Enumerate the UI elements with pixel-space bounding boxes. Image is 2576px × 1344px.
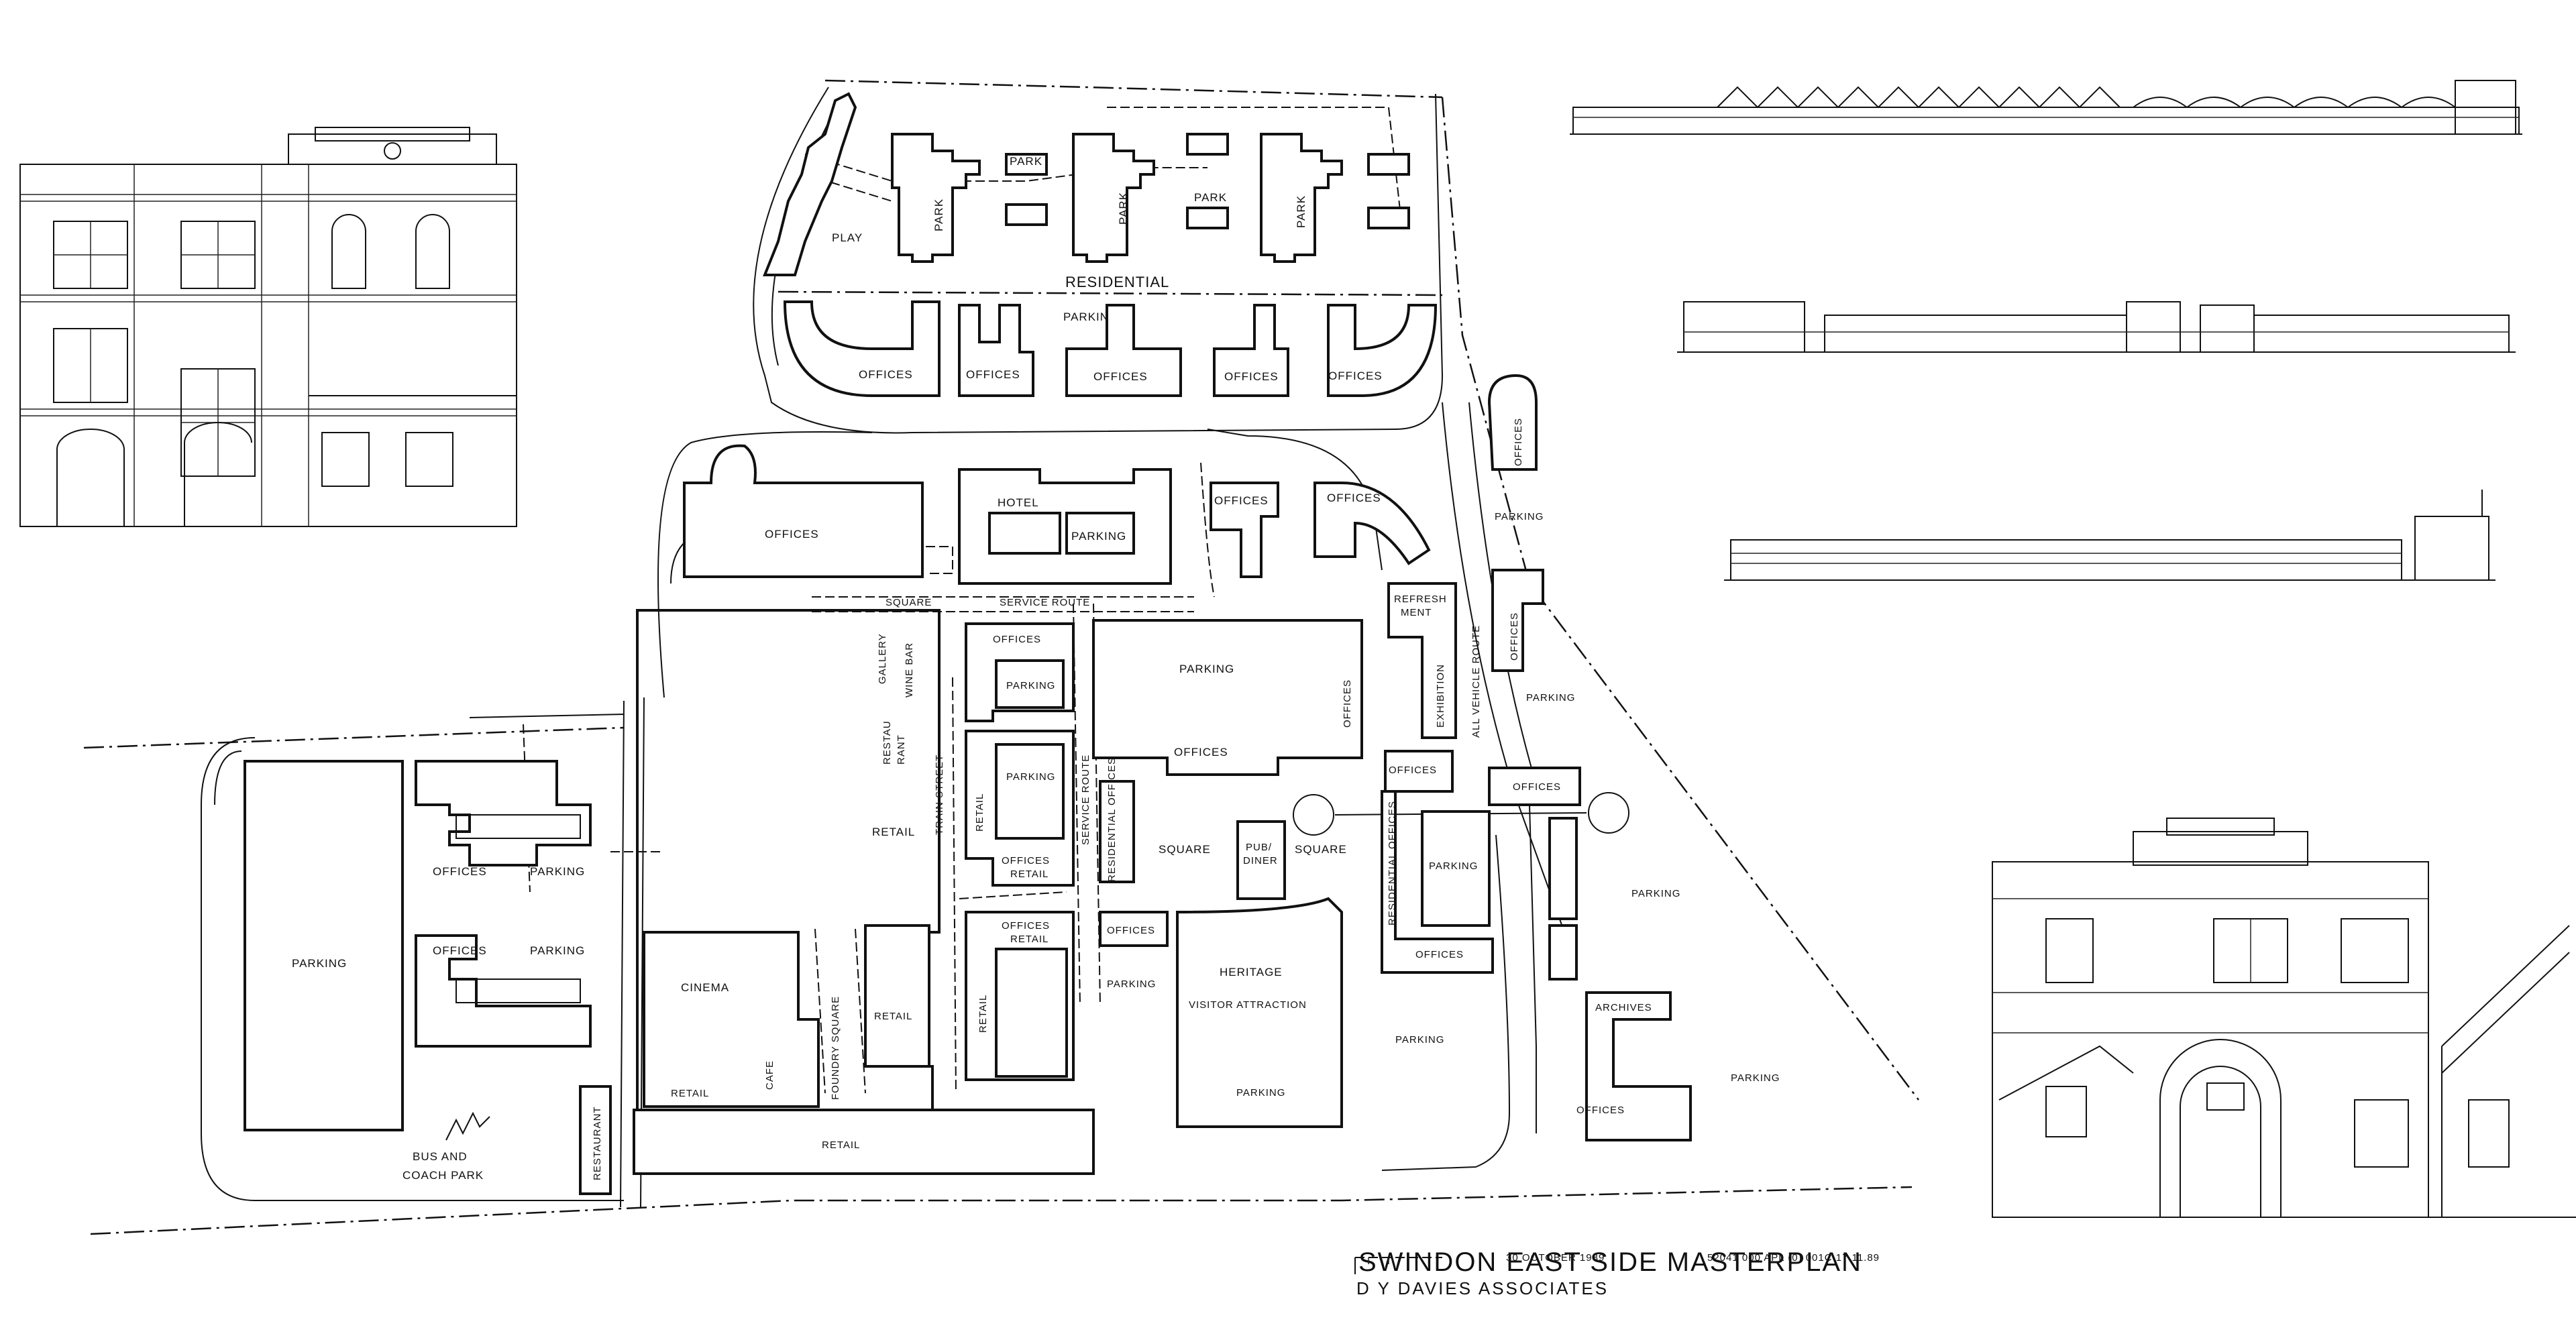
firm-name: D Y DAVIES ASSOCIATES (1356, 1278, 1609, 1298)
scale-bar-icon (1354, 1257, 1442, 1274)
plan-date: 30 OCTOBER 1989 (1506, 1252, 1605, 1264)
offices-label-c: OFFICES (1093, 370, 1148, 383)
refreshment-label-2: MENT (1401, 607, 1432, 618)
parking-label-c1: PARKING (1006, 680, 1055, 691)
central-buildings: OFFICES HOTEL PARKING OFFICES OFFICES SQ… (402, 374, 1780, 1195)
title-block: SWINDON EAST SIDE MASTERPLAN 30 OCTOBER … (1354, 1247, 1880, 1298)
bus-label-1: BUS AND (413, 1150, 468, 1163)
heritage-label: HERITAGE (1220, 966, 1283, 978)
bus-label-2: COACH PARK (402, 1169, 484, 1182)
parking-label-r3: PARKING (1429, 860, 1478, 872)
offices-label-l: OFFICES (993, 634, 1041, 645)
square-label-1: SQUARE (1159, 843, 1211, 856)
cafe-label: CAFE (764, 1060, 775, 1090)
parking-label-r1: PARKING (1495, 511, 1544, 522)
street-elevation-2 (1677, 301, 2516, 353)
parking-label-w1: PARKING (530, 865, 585, 878)
parking-label-c2: PARKING (1006, 771, 1055, 783)
retail-label-c: RETAIL (874, 1011, 912, 1022)
all-vehicle-route-label: ALL VEHICLE ROUTE (1470, 625, 1482, 738)
residential-label: RESIDENTIAL (1065, 274, 1169, 290)
exhibition-label: EXHIBITION (1435, 664, 1446, 728)
drawing-ref: 52041 000 APL (0) 001C 17.11.89 (1707, 1252, 1880, 1264)
retail-label-cinema: RETAIL (671, 1088, 709, 1099)
road-network (83, 79, 1919, 1235)
residential-offices-label-2: RESIDENTIAL OFFICES (1387, 801, 1398, 926)
offices-label-h: OFFICES (1327, 492, 1381, 504)
parking-label-r2: PARKING (1526, 692, 1575, 704)
retail-label-d: RETAIL (974, 793, 985, 832)
train-street-label: TRAIN STREET (934, 754, 945, 835)
offices-label-p: OFFICES (1415, 949, 1464, 960)
parking-label-res: PARKING (1063, 311, 1118, 323)
offices-retail-label-1b: RETAIL (1010, 869, 1049, 880)
retail-label-main: RETAIL (872, 826, 915, 838)
service-route-label-top: SERVICE ROUTE (1000, 597, 1090, 608)
offices-label-d: OFFICES (1224, 370, 1279, 383)
park-label-4: PARK (1117, 192, 1130, 225)
parking-label-r4: PARKING (1395, 1034, 1444, 1046)
offices-label-o: OFFICES (1107, 925, 1155, 936)
offices-label-j: OFFICES (1509, 612, 1520, 661)
archives-label: ARCHIVES (1595, 1002, 1652, 1013)
offices-label-w2: OFFICES (433, 944, 487, 957)
service-route-label-v: SERVICE ROUTE (1080, 754, 1091, 845)
offices-label-w1: OFFICES (433, 865, 487, 878)
offices-label-r: OFFICES (1576, 1105, 1625, 1116)
pub-label-1: PUB/ (1246, 842, 1272, 853)
offices-label-m: OFFICES (1342, 679, 1353, 728)
parking-label-c4: PARKING (1236, 1087, 1285, 1099)
offices-label-q: OFFICES (1389, 765, 1437, 776)
restaurant-label: RESTAURANT (592, 1106, 603, 1180)
residential-offices-label-1: RESIDENTIAL OFFICES (1106, 757, 1118, 882)
park-label-2: PARK (1194, 191, 1227, 204)
square-label-top: SQUARE (885, 597, 932, 608)
parking-label-r5: PARKING (1631, 888, 1680, 899)
offices-label-n: OFFICES (1174, 746, 1228, 759)
offices-label-b: OFFICES (966, 368, 1020, 381)
parking-label-w2: PARKING (530, 944, 585, 957)
street-elevation-3 (1724, 490, 2496, 581)
square-label-2: SQUARE (1295, 843, 1347, 856)
restaurant-label-2: RANT (896, 734, 907, 765)
offices-retail-label-1a: OFFICES (1002, 855, 1050, 866)
play-label: PLAY (832, 231, 863, 244)
offices-label-f: OFFICES (765, 528, 819, 541)
cinema-label: CINEMA (681, 981, 729, 994)
building-elevation-top-left (19, 127, 517, 527)
parking-label-r6: PARKING (1731, 1072, 1780, 1084)
parking-label-c3: PARKING (1107, 978, 1156, 990)
offices-retail-label-2a: OFFICES (1002, 920, 1050, 932)
parking-label-big-left: PARKING (292, 957, 347, 970)
parking-label-big: PARKING (1179, 663, 1234, 675)
parking-label-hotel: PARKING (1071, 530, 1126, 543)
hotel-label: HOTEL (998, 496, 1039, 509)
offices-label-k: OFFICES (1513, 781, 1561, 793)
restaurant-label-1: RESTAU (881, 720, 893, 765)
street-elevation-1 (1570, 80, 2522, 135)
park-label-3: PARK (932, 199, 945, 231)
building-elevation-bottom-right (1992, 818, 2576, 1218)
pub-label-2: DINER (1243, 855, 1278, 866)
visitor-attraction-label: VISITOR ATTRACTION (1189, 999, 1307, 1011)
offices-label-i: OFFICES (1513, 418, 1524, 466)
west-wing: PARKING OFFICES PARKING OFFICES PARKING (244, 760, 592, 1131)
offices-row: OFFICES OFFICES OFFICES OFFICES OFFICES (783, 300, 1438, 397)
park-label-1: PARK (1010, 155, 1042, 168)
residential-zone: PLAY PARK PARK PARK PARK PARK RESIDENTIA… (763, 92, 1443, 323)
park-label-5: PARK (1295, 195, 1307, 228)
foundry-square-label: FOUNDRY SQUARE (830, 996, 841, 1100)
offices-label-a: OFFICES (859, 368, 913, 381)
retail-label-long: RETAIL (822, 1139, 860, 1151)
offices-retail-label-2b: RETAIL (1010, 934, 1049, 945)
offices-label-e: OFFICES (1328, 370, 1383, 382)
refreshment-label-1: REFRESH (1394, 594, 1447, 605)
plan-title: SWINDON EAST SIDE MASTERPLAN (1358, 1247, 1862, 1277)
retail-label-e: RETAIL (977, 995, 989, 1033)
wine-bar-label: WINE BAR (904, 642, 915, 697)
gallery-label: GALLERY (877, 633, 888, 684)
offices-label-g: OFFICES (1214, 494, 1269, 507)
